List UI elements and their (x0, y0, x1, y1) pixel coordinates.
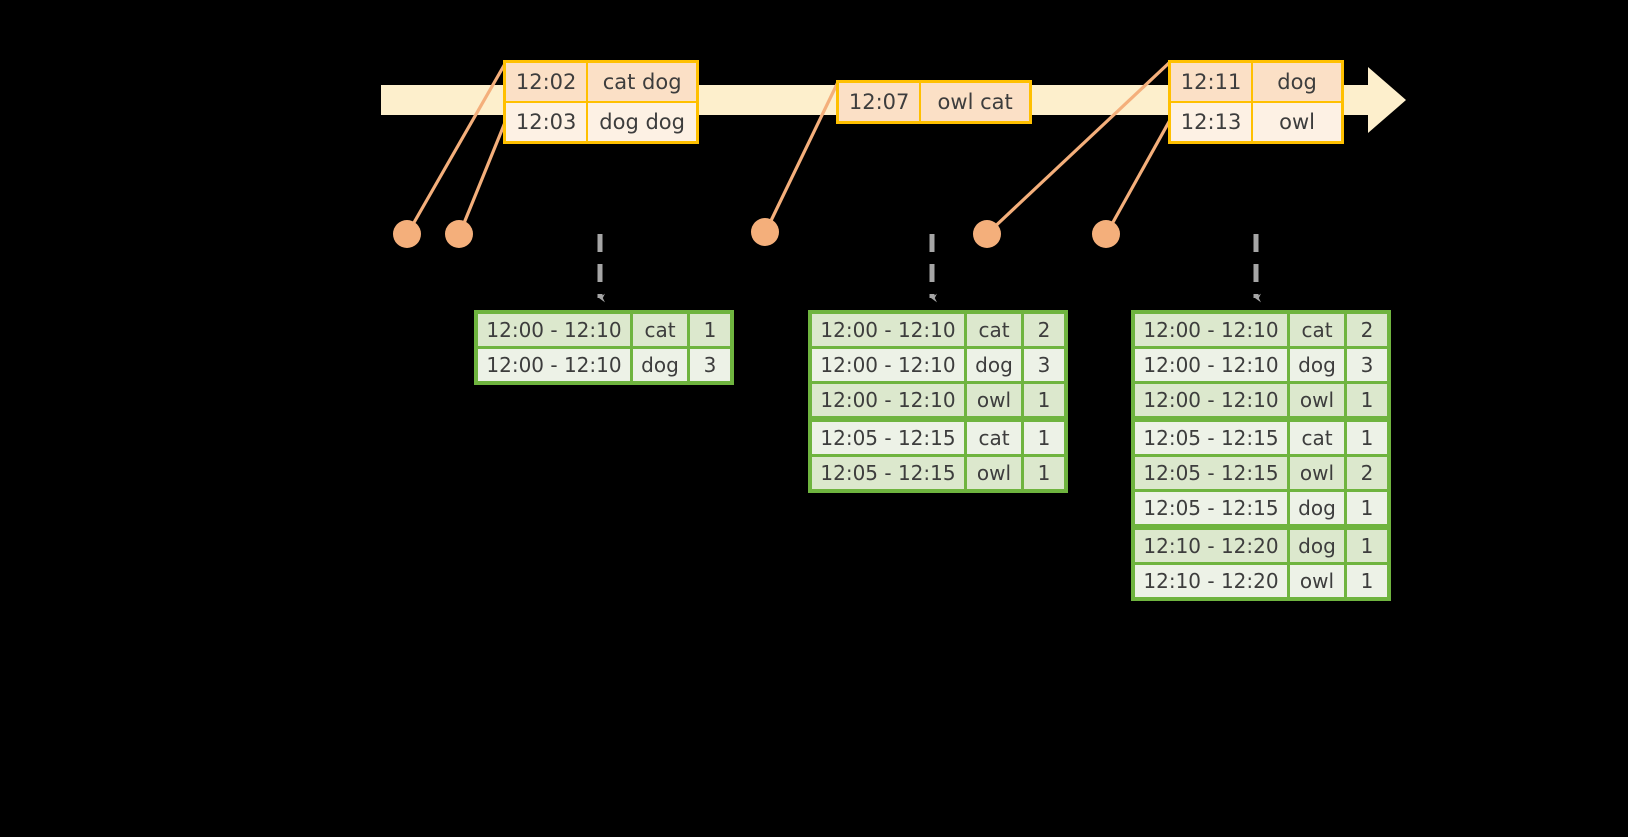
cell-word: cat (967, 314, 1021, 346)
cell-count: 1 (1024, 457, 1064, 489)
cell-window: 12:10 - 12:20 (1135, 530, 1287, 562)
cell-window: 12:10 - 12:20 (1135, 565, 1287, 597)
cell-window: 12:05 - 12:15 (1135, 422, 1287, 454)
cell-count: 1 (1024, 422, 1064, 454)
dot-3 (751, 218, 779, 246)
cell-count: 2 (1347, 457, 1387, 489)
event-time: 12:03 (506, 103, 589, 141)
cell-count: 2 (1347, 314, 1387, 346)
cell-word: dog (1290, 492, 1344, 524)
cell-window: 12:00 - 12:10 (1135, 384, 1287, 416)
event-payload: dog dog (588, 103, 696, 141)
dashed-arrows (597, 234, 1261, 303)
event-row: 12:02 cat dog (506, 63, 696, 101)
dot-5 (1092, 220, 1120, 248)
cell-window: 12:05 - 12:15 (1135, 492, 1287, 524)
cell-window: 12:05 - 12:15 (812, 457, 964, 489)
cell-count: 3 (1347, 349, 1387, 381)
cell-word: cat (1290, 422, 1344, 454)
dot-4 (973, 220, 1001, 248)
cell-count: 2 (1024, 314, 1064, 346)
cell-count: 1 (1347, 530, 1387, 562)
event-row: 12:13 owl (1171, 101, 1341, 141)
dot-1 (393, 220, 421, 248)
cell-window: 12:05 - 12:15 (1135, 457, 1287, 489)
cell-window: 12:00 - 12:10 (812, 314, 964, 346)
cell-count: 1 (1347, 384, 1387, 416)
event-time: 12:07 (839, 83, 922, 121)
cell-window: 12:00 - 12:10 (478, 314, 630, 346)
cell-count: 1 (690, 314, 730, 346)
cell-window: 12:00 - 12:10 (1135, 314, 1287, 346)
cell-word: owl (1290, 565, 1344, 597)
event-row: 12:07 owl cat (839, 83, 1029, 121)
connector-dots (393, 218, 1120, 248)
event-row: 12:03 dog dog (506, 101, 696, 141)
dot-2 (445, 220, 473, 248)
event-row: 12:11 dog (1171, 63, 1341, 101)
event-time: 12:13 (1171, 103, 1254, 141)
cell-window: 12:05 - 12:15 (812, 422, 964, 454)
event-payload: cat dog (588, 63, 696, 101)
cell-window: 12:00 - 12:10 (812, 349, 964, 381)
cell-count: 1 (1347, 422, 1387, 454)
cell-count: 3 (1024, 349, 1064, 381)
cell-word: cat (967, 422, 1021, 454)
cell-word: dog (633, 349, 687, 381)
cell-word: owl (967, 457, 1021, 489)
event-payload: owl (1253, 103, 1341, 141)
cell-window: 12:00 - 12:10 (812, 384, 964, 416)
cell-count: 1 (1347, 492, 1387, 524)
event-group-2: 12:07 owl cat (836, 80, 1032, 124)
event-time: 12:11 (1171, 63, 1254, 101)
cell-count: 1 (1024, 384, 1064, 416)
cell-word: owl (1290, 457, 1344, 489)
connector-line-2 (458, 119, 508, 234)
cell-word: dog (967, 349, 1021, 381)
cell-word: cat (633, 314, 687, 346)
cell-word: cat (1290, 314, 1344, 346)
connector-line-5 (1105, 119, 1172, 234)
cell-count: 1 (1347, 565, 1387, 597)
event-time: 12:02 (506, 63, 589, 101)
event-payload: owl cat (921, 83, 1029, 121)
cell-count: 3 (690, 349, 730, 381)
cell-window: 12:00 - 12:10 (478, 349, 630, 381)
event-group-1: 12:02 cat dog 12:03 dog dog (503, 60, 699, 144)
cell-window: 12:00 - 12:10 (1135, 349, 1287, 381)
cell-word: owl (967, 384, 1021, 416)
event-group-3: 12:11 dog 12:13 owl (1168, 60, 1344, 144)
cell-word: dog (1290, 530, 1344, 562)
cell-word: owl (1290, 384, 1344, 416)
connector-line-3 (764, 81, 840, 232)
event-payload: dog (1253, 63, 1341, 101)
cell-word: dog (1290, 349, 1344, 381)
connector-line-1 (406, 61, 508, 234)
